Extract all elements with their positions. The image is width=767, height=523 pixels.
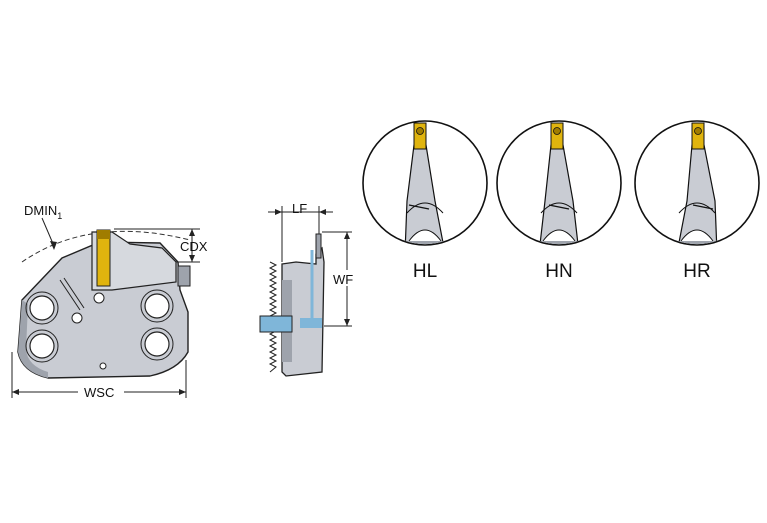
- variant-insert: [691, 122, 705, 150]
- cdx-label: CDX: [180, 239, 208, 254]
- hole-top-left: [29, 295, 55, 321]
- wsc-label: WSC: [84, 385, 114, 400]
- variant-hn: [496, 120, 622, 246]
- side-coolant-pipe: [259, 315, 293, 333]
- wf-label: WF: [333, 272, 353, 287]
- coolant-connector: [177, 265, 191, 287]
- variant-label: HN: [545, 261, 572, 282]
- hole-bottom-left: [29, 333, 55, 359]
- dmin-arrowhead: [50, 241, 57, 250]
- small-hole-c: [99, 362, 107, 370]
- variant-insert: [550, 122, 564, 150]
- hand-variants: HL HN HR: [362, 120, 760, 282]
- body-shading: [18, 300, 48, 378]
- small-hole-b: [71, 312, 83, 324]
- variant-label: HL: [413, 261, 437, 282]
- variant-insert: [413, 122, 427, 150]
- hole-top-right: [144, 293, 170, 319]
- lf-dimension: [268, 206, 333, 262]
- side-view: [259, 206, 352, 377]
- coolant-channel: [59, 279, 81, 311]
- dmin-label: DMIN1: [24, 203, 62, 221]
- mounting-holes: [25, 289, 174, 370]
- variant-hl: [362, 120, 488, 246]
- variant-hr: [634, 120, 760, 246]
- insert-tip: [97, 230, 110, 239]
- blade-edge: [315, 233, 322, 259]
- cdx-dimension: [114, 228, 200, 263]
- front-view: [11, 217, 200, 398]
- small-hole-a: [93, 292, 105, 304]
- variant-label: HR: [683, 261, 710, 282]
- hole-bottom-right: [144, 331, 170, 357]
- lf-label: LF: [292, 201, 307, 216]
